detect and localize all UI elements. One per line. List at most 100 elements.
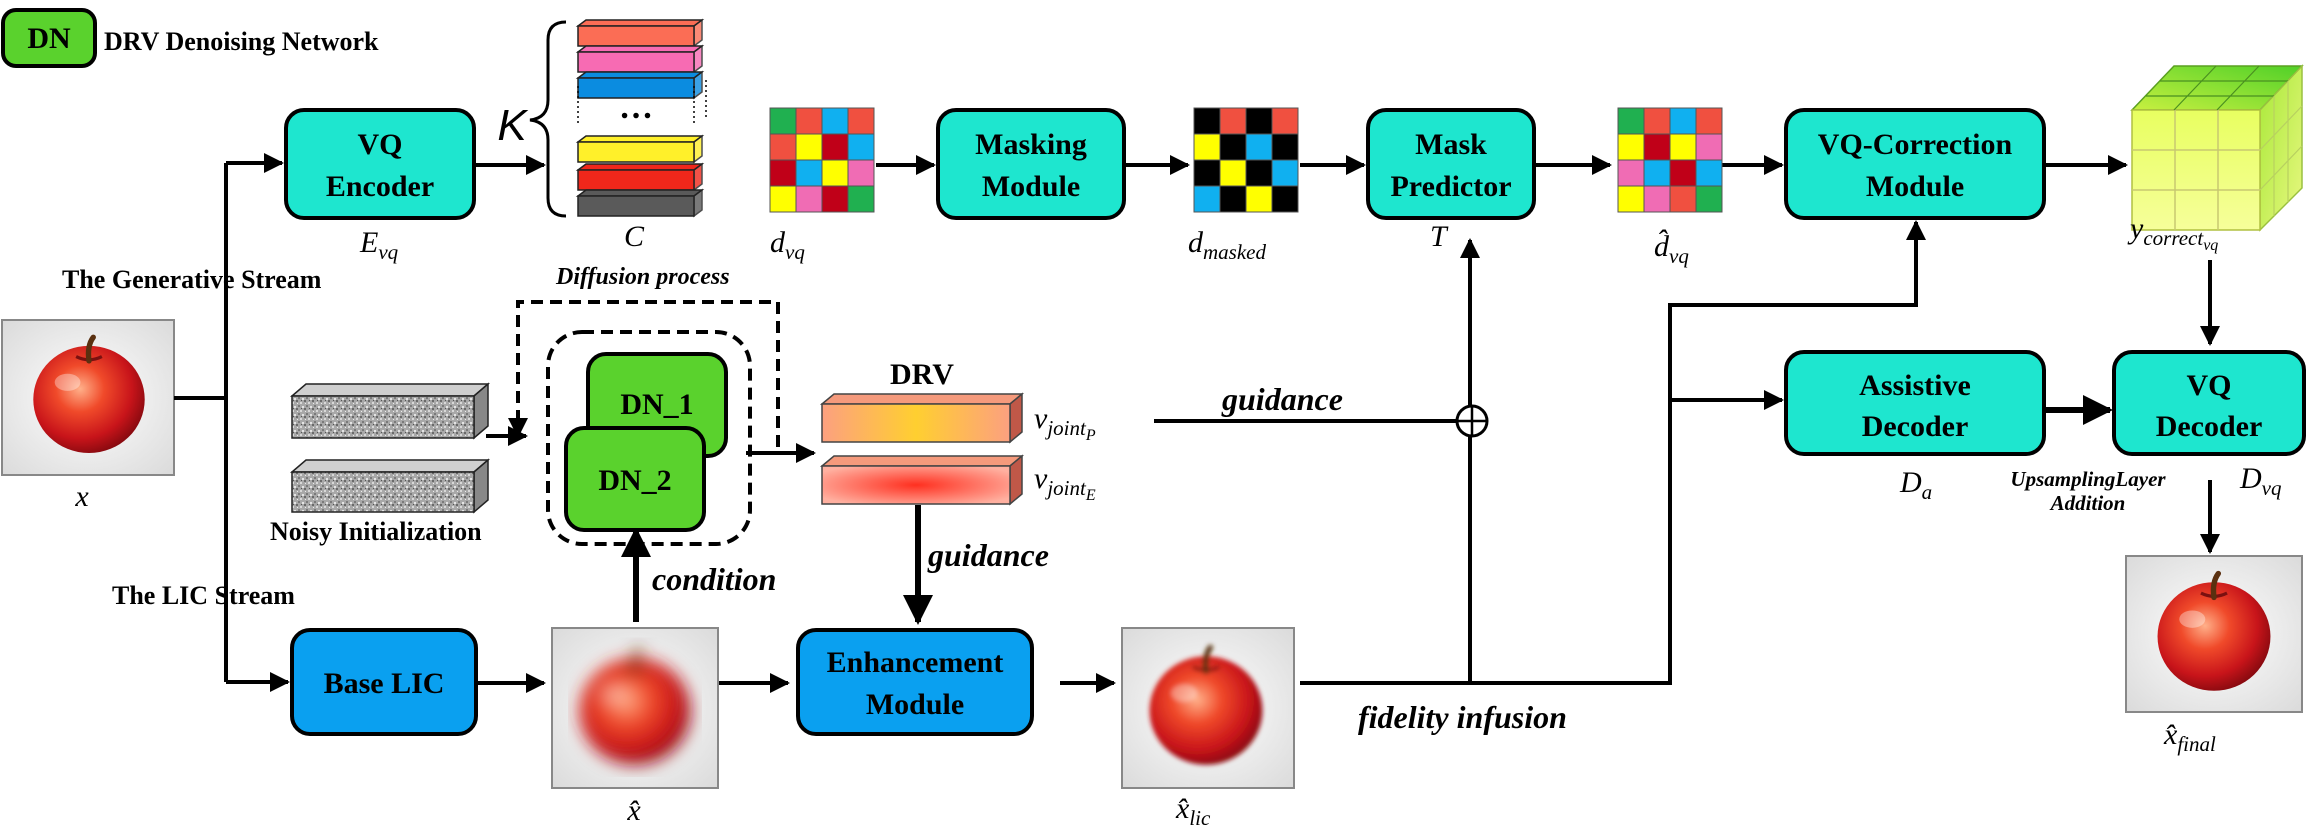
diffusion-loop [508, 300, 780, 447]
grid-cell [1695, 185, 1723, 213]
grid-cell [1695, 159, 1723, 187]
grid-cell [1643, 185, 1671, 213]
grid-d-vq [769, 107, 875, 213]
guidance-mid-label: guidance [927, 537, 1049, 573]
grid-cell [1669, 185, 1697, 213]
enhancement-module-box: Enhancement Module [796, 628, 1034, 736]
generative-stream-label: The Generative Stream [62, 265, 322, 294]
grid-d-masked [1193, 107, 1299, 213]
legend-badge-text: DN [27, 22, 71, 55]
vq-decoder-label-1: VQ [2187, 369, 2232, 402]
mask-predictor-box: Mask Predictor [1366, 108, 1536, 220]
label-d-vq: dvq [770, 226, 805, 264]
dn2-box: DN_2 [564, 426, 706, 532]
grid-cell [1271, 159, 1299, 187]
grid-cell [1193, 133, 1221, 161]
dn-dashed-group [546, 330, 752, 546]
grid-cell [1271, 133, 1299, 161]
label-D-a: Da [1899, 466, 1932, 504]
codebook-layer [575, 162, 705, 192]
vq-encoder-box: VQ Encoder [284, 108, 476, 220]
grid-cell [1695, 133, 1723, 161]
dn2-label: DN_2 [598, 464, 671, 497]
input-image [1, 319, 175, 476]
base-lic-label: Base LIC [324, 667, 445, 700]
grid-cell [1245, 133, 1273, 161]
codebook-layer [575, 134, 705, 164]
grid-cell [795, 133, 823, 161]
label-K: K [497, 101, 528, 150]
codebook-stack: … [529, 18, 707, 218]
grid-cell [1219, 159, 1247, 187]
grid-cell [795, 159, 823, 187]
grid-cell [1669, 159, 1697, 187]
guidance-top-label: guidance [1221, 381, 1343, 417]
label-C: C [624, 220, 645, 253]
grid-cell [1245, 107, 1273, 135]
sum-node [1455, 404, 1489, 438]
grid-cell [1695, 107, 1723, 135]
grid-cell [1617, 133, 1645, 161]
vq-correction-label-2: Module [1866, 170, 1964, 203]
grid-cell [1669, 133, 1697, 161]
vq-correction-box: VQ-Correction Module [1784, 108, 2046, 220]
grid-cell [769, 133, 797, 161]
x-hat-lic-image [1121, 627, 1295, 789]
grid-cell [769, 185, 797, 213]
noise-bar-2 [289, 458, 491, 514]
grid-cell [1271, 107, 1299, 135]
grid-cell [1271, 185, 1299, 213]
noisy-init-label: Noisy Initialization [270, 517, 482, 546]
x-hat-final-image [2125, 555, 2303, 713]
grid-cell [1193, 185, 1221, 213]
masking-module-label-1: Masking [975, 128, 1087, 161]
assistive-decoder-box: Assistive Decoder [1784, 350, 2046, 456]
legend-badge [1, 8, 97, 68]
label-E-vq: Evq [359, 226, 399, 264]
grid-cell [1245, 185, 1273, 213]
assistive-decoder-label-2: Decoder [1862, 410, 1969, 443]
grid-cell [795, 185, 823, 213]
enhancement-label-1: Enhancement [827, 646, 1004, 679]
label-v-joint-E: vjointE [1034, 462, 1096, 504]
grid-cell [847, 133, 875, 161]
vq-encoder-label-2: Encoder [326, 170, 434, 203]
grid-cell [1617, 107, 1645, 135]
masking-module-box: Masking Module [936, 108, 1126, 220]
label-x-hat-lic: x̂lic [1175, 792, 1211, 830]
fidelity-infusion-label: fidelity infusion [1358, 699, 1567, 735]
label-y-correct: ycorrectvq [2127, 212, 2218, 254]
legend: DN DRV Denoising Network [1, 8, 379, 68]
label-x-hat: x̂ [626, 794, 641, 827]
label-d-hat-vq: d̂vq [1654, 229, 1689, 268]
codebook-layer [575, 18, 705, 48]
grid-cell [1193, 159, 1221, 187]
label-v-joint-P: vjointP [1034, 402, 1096, 444]
condition-label: condition [652, 561, 776, 597]
grid-cell [1193, 107, 1221, 135]
grid-cell [1643, 133, 1671, 161]
grid-cell [1617, 159, 1645, 187]
vq-encoder-label-1: VQ [358, 128, 403, 161]
vq-decoder-box: VQ Decoder [2112, 350, 2306, 456]
label-x: x [74, 480, 89, 513]
vq-correction-label-1: VQ-Correction [1818, 128, 2013, 161]
base-lic-box: Base LIC [290, 628, 478, 736]
grid-cell [1617, 185, 1645, 213]
grid-cell [821, 159, 849, 187]
grid-cell [1669, 107, 1697, 135]
x-hat-image [551, 627, 719, 789]
grid-cell [1219, 107, 1247, 135]
grid-cell [769, 107, 797, 135]
enhancement-label-2: Module [866, 688, 964, 721]
grid-cell [821, 107, 849, 135]
label-D-vq: Dvq [2239, 462, 2282, 500]
vq-decoder-label-2: Decoder [2156, 410, 2263, 443]
grid-cell [821, 133, 849, 161]
grid-cell [1219, 133, 1247, 161]
grid-cell [821, 185, 849, 213]
label-T: T [1430, 220, 1449, 253]
grid-cell [1245, 159, 1273, 187]
grid-d-hat-vq [1617, 107, 1723, 213]
